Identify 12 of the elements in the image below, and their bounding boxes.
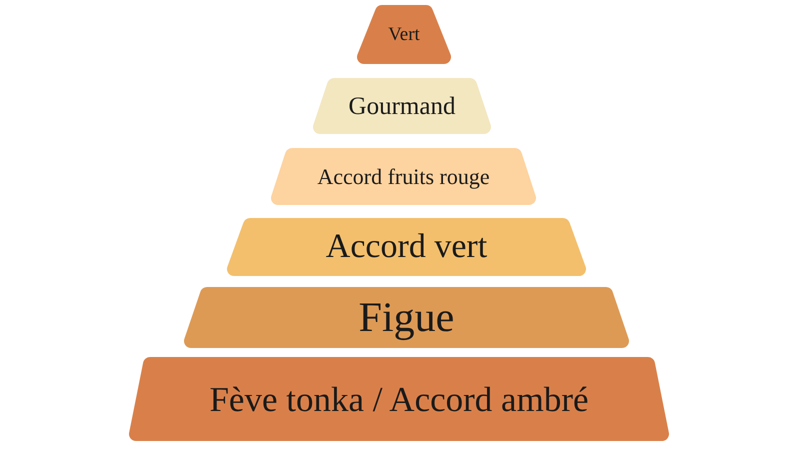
pyramid-tier	[184, 287, 629, 348]
pyramid-tier	[271, 148, 536, 205]
tier-label: Vert	[388, 25, 420, 44]
tier-label: Accord fruits rouge	[317, 166, 490, 188]
pyramid-tier	[357, 5, 451, 64]
tier-label: Accord vert	[326, 230, 488, 264]
tier-label: Gourmand	[348, 94, 456, 118]
pyramid-tier	[313, 78, 491, 134]
tier-label: Figue	[358, 296, 454, 338]
tier-label: Fève tonka / Accord ambré	[209, 382, 589, 416]
pyramid-tier	[227, 218, 586, 276]
pyramid-tier	[129, 357, 669, 441]
